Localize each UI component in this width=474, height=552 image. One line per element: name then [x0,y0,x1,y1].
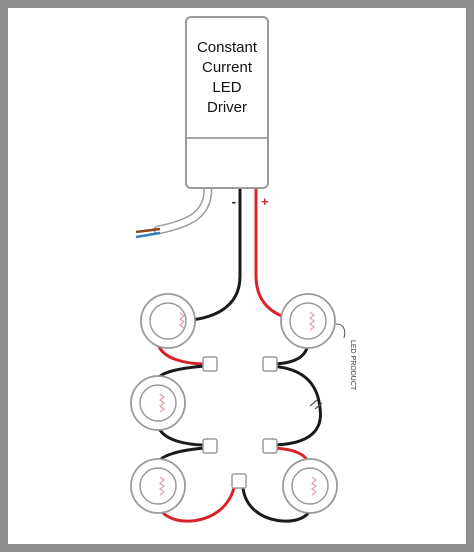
diagram-frame: LED PRODUCT Constant Current LED Driver … [8,8,466,544]
brown-wire [135,227,161,234]
driver-title-line-1: Constant [197,39,258,56]
break-mark [309,399,323,410]
led-unit-6 [282,458,338,514]
driver-title-line-2: Current [202,59,253,76]
connector-4 [262,438,278,454]
driver-title-line-3: LED [212,79,241,96]
callout-line [335,323,346,339]
mains-cable [135,183,213,239]
led-product-label: LED PRODUCT [349,340,356,391]
negative-symbol: - [232,194,236,209]
led-unit-2 [130,375,186,431]
wiring-diagram: LED PRODUCT Constant Current LED Driver … [130,16,356,523]
wire-led3-out [158,487,236,523]
connector-2 [262,356,278,372]
led-unit-3 [130,458,186,514]
positive-symbol: + [261,194,269,209]
blue-wire [135,231,161,239]
connector-1 [202,356,218,372]
led-unit-1 [140,293,196,349]
driver-title-line-4: Driver [207,99,247,116]
connector-3 [202,438,218,454]
connector-5 [231,473,247,489]
led-unit-4 [280,293,336,349]
led-driver-box: Constant Current LED Driver [185,16,269,189]
wire-right-upper [269,364,322,409]
wire-right-lower [269,407,322,447]
